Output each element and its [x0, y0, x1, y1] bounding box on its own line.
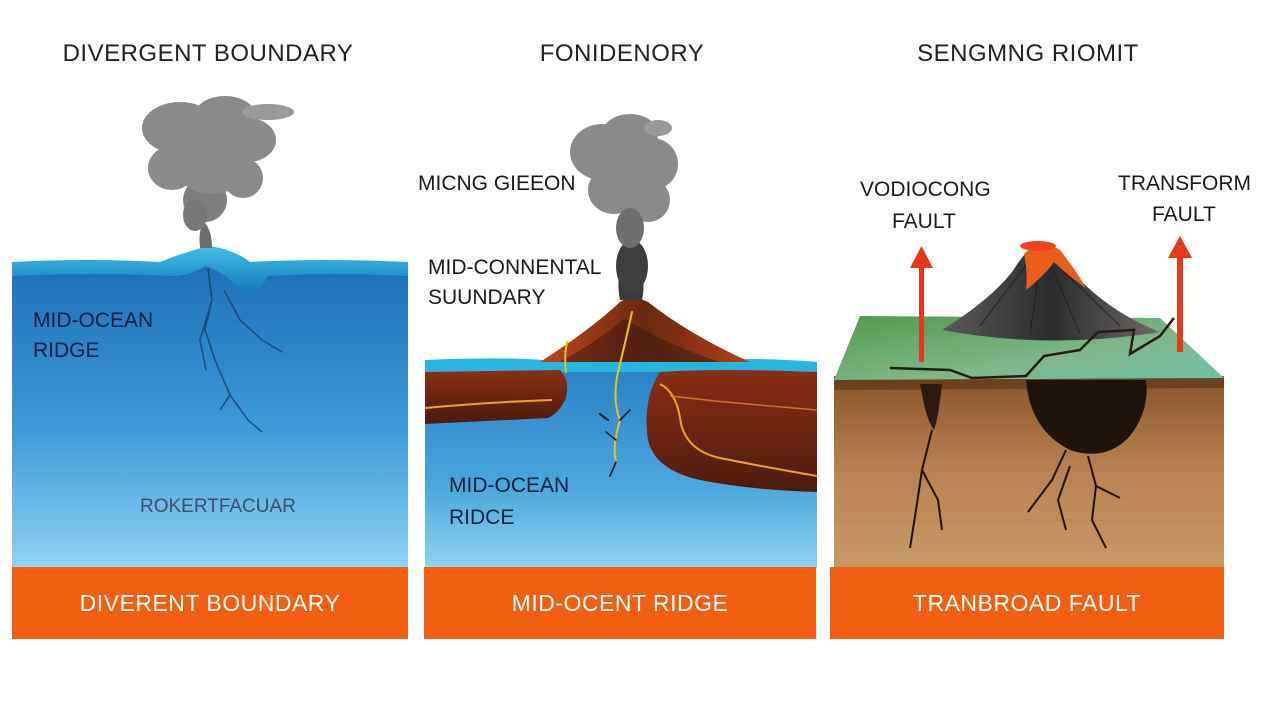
fault-crack-icon [564, 311, 633, 477]
panel-mid-ocean-ridge: FONIDENORY [418, 0, 830, 720]
rift-crack-icon [199, 267, 283, 433]
banner-divergent: DIVERENT BOUNDARY [12, 567, 408, 639]
banner-mid-ocean-ridge: MID-OCENT RIDGE [424, 567, 816, 639]
left-plate [425, 370, 568, 424]
sinkhole [1026, 380, 1147, 454]
ocean-surface [12, 246, 408, 294]
transform-fault-illustration [834, 236, 1224, 568]
ash-cloud-icon [142, 96, 294, 231]
up-arrow-icon [910, 246, 933, 362]
label-ridce: RIDCE [449, 506, 515, 529]
volcano-icon [942, 244, 1160, 341]
panel-transform-fault: SENGMNG RIOMIT [830, 0, 1280, 720]
banner-transform-fault: TRANBROAD FAULT [830, 567, 1224, 639]
label-vodioconc: VODIOCONG [860, 178, 991, 201]
label-mid-ocean: MID-OCEAN [449, 474, 570, 497]
ocean-body [12, 266, 408, 568]
fault-crack-icon [909, 429, 1121, 549]
label-suundary: SUUNDARY [428, 286, 546, 309]
label-micng-gieeon: MICNG GIEEON [418, 172, 576, 195]
fault-crack-icon [889, 317, 1175, 380]
label-rokertfacuar: ROKERTFACUAR [140, 496, 296, 517]
divergent-ocean-illustration [12, 96, 408, 568]
label-fault-right: FAULT [1152, 203, 1216, 226]
panel-title: DIVERGENT BOUNDARY [62, 40, 354, 67]
panel-title: FONIDENORY [539, 40, 705, 67]
label-transform: TRANSFORM [1118, 172, 1251, 195]
ash-cloud-icon [570, 114, 678, 248]
label-fault-left: FAULT [892, 210, 956, 233]
soil-block [834, 376, 1224, 568]
ridge-illustration [424, 114, 818, 568]
label-mid-ocean: MID-OCEAN [33, 309, 154, 332]
up-arrow-icon [1168, 236, 1192, 352]
right-plate [646, 370, 817, 492]
panel-title: SENGMNG RIOMIT [917, 40, 1139, 67]
label-ridge: RIDGE [33, 339, 100, 362]
ash-plume-stem [199, 222, 212, 248]
panel-divergent: DIVERGENT BOUNDARY [0, 0, 420, 720]
label-mid-connental: MID-CONNENTAL [428, 256, 602, 279]
